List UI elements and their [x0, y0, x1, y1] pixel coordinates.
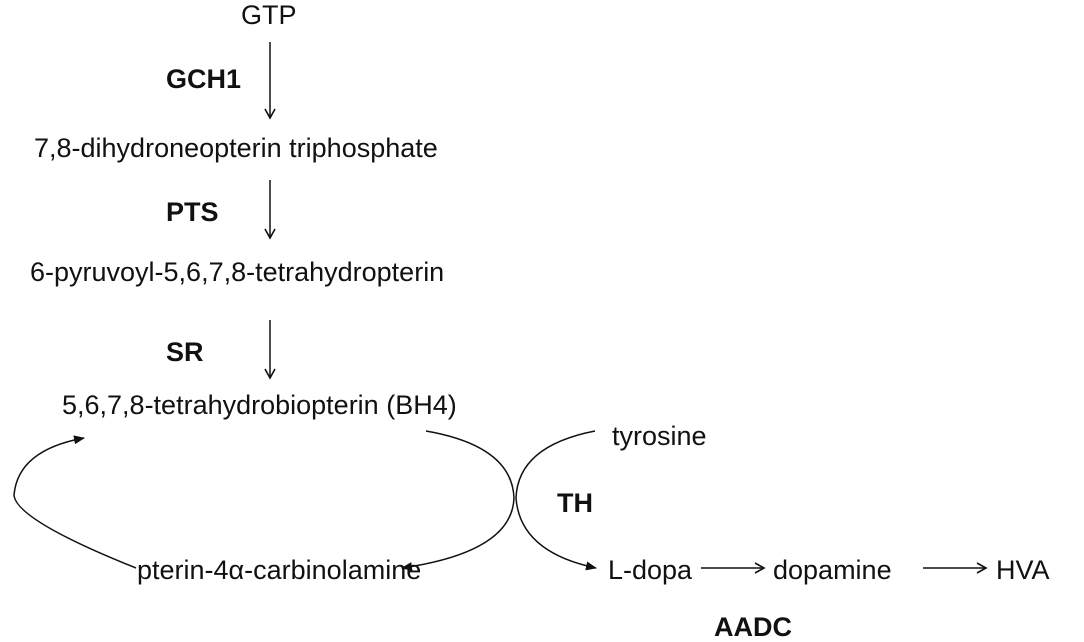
metabolite-tyrosine: tyrosine	[612, 421, 707, 451]
metabolite-pyruvoyl-tetrahydropterin: 6-pyruvoyl-5,6,7,8-tetrahydropterin	[30, 257, 445, 287]
metabolite-bh4: 5,6,7,8-tetrahydrobiopterin (BH4)	[62, 390, 457, 420]
metabolite-gtp: GTP	[241, 0, 297, 30]
metabolite-pterin-carbinolamine: pterin-4α-carbinolamine	[137, 555, 422, 585]
metabolite-dihydroneopterin-triphosphate: 7,8-dihydroneopterin triphosphate	[34, 133, 438, 163]
enzyme-gch1: GCH1	[166, 64, 242, 94]
arrow-bh4-to-carbinolamine	[401, 430, 515, 572]
enzyme-aadc: AADC	[714, 612, 792, 642]
enzyme-th: TH	[557, 488, 593, 518]
arrow-carbinolamine-to-bh4	[13, 435, 137, 569]
enzyme-pts: PTS	[166, 197, 219, 227]
metabolite-hva: HVA	[996, 555, 1050, 585]
arrow-tyrosine-to-ldopa	[515, 430, 597, 571]
enzyme-sr: SR	[166, 337, 204, 367]
metabolite-dopamine: dopamine	[773, 555, 892, 585]
metabolite-l-dopa: L-dopa	[608, 555, 693, 585]
